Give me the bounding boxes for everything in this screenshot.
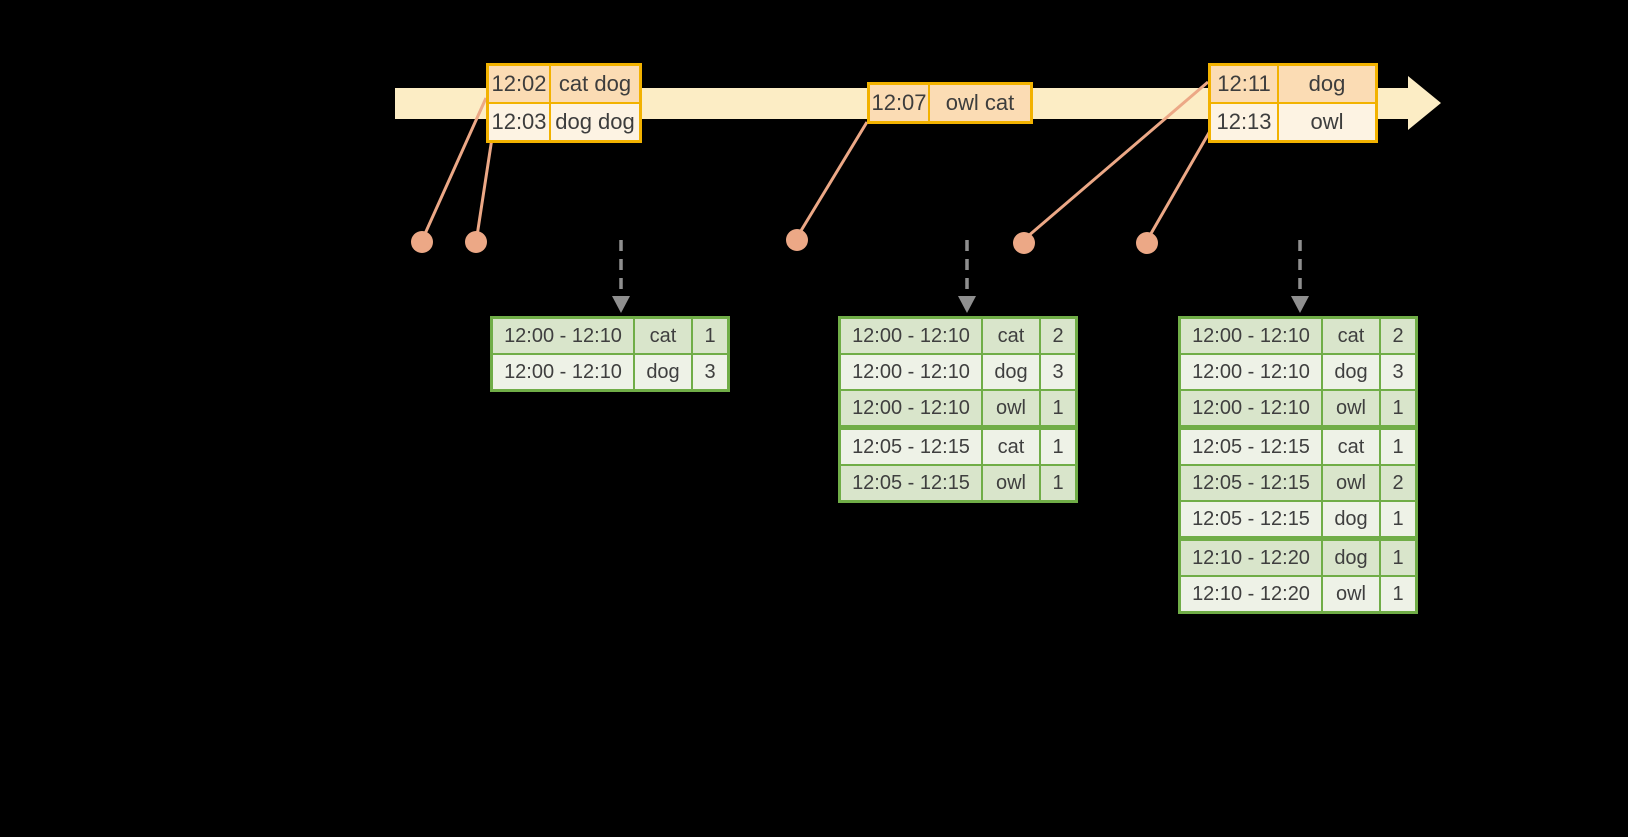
result-table-1: 12:00 - 12:10 cat 1 12:00 - 12:10 dog 3 bbox=[490, 316, 730, 392]
event-table-3: 12:11 dog 12:13 owl bbox=[1208, 63, 1378, 143]
event-time-cell: 12:13 bbox=[1211, 104, 1277, 140]
word-cell: dog bbox=[1323, 541, 1379, 575]
window-cell: 12:00 - 12:10 bbox=[841, 355, 981, 389]
window-cell: 12:00 - 12:10 bbox=[493, 355, 633, 389]
event-dot bbox=[411, 231, 433, 253]
count-cell: 2 bbox=[1041, 319, 1075, 353]
count-cell: 2 bbox=[1381, 466, 1415, 500]
window-cell: 12:05 - 12:15 bbox=[841, 430, 981, 464]
word-cell: cat bbox=[635, 319, 691, 353]
count-cell: 1 bbox=[1381, 541, 1415, 575]
word-cell: owl bbox=[983, 466, 1039, 500]
word-cell: cat bbox=[1323, 319, 1379, 353]
word-cell: owl bbox=[1323, 391, 1379, 425]
count-cell: 2 bbox=[1381, 319, 1415, 353]
event-table-2: 12:07 owl cat bbox=[867, 82, 1033, 124]
trigger-arrow bbox=[612, 240, 630, 313]
count-cell: 3 bbox=[1381, 355, 1415, 389]
count-cell: 1 bbox=[1381, 577, 1415, 611]
event-words-cell: owl cat bbox=[930, 85, 1030, 121]
window-cell: 12:10 - 12:20 bbox=[1181, 541, 1321, 575]
word-cell: dog bbox=[1323, 502, 1379, 536]
count-cell: 1 bbox=[1041, 391, 1075, 425]
window-cell: 12:00 - 12:10 bbox=[1181, 391, 1321, 425]
window-cell: 12:05 - 12:15 bbox=[841, 466, 981, 500]
word-cell: dog bbox=[983, 355, 1039, 389]
event-dot bbox=[1013, 232, 1035, 254]
event-time-cell: 12:02 bbox=[489, 66, 549, 102]
word-cell: dog bbox=[635, 355, 691, 389]
connector-line bbox=[797, 121, 869, 235]
result-table-2: 12:00 - 12:10 cat 2 12:00 - 12:10 dog 3 … bbox=[838, 316, 1078, 503]
event-time-cell: 12:11 bbox=[1211, 66, 1277, 102]
word-cell: cat bbox=[1323, 430, 1379, 464]
event-table-1: 12:02 cat dog 12:03 dog dog bbox=[486, 63, 642, 143]
timeline-arrow-head bbox=[1408, 76, 1441, 130]
word-cell: cat bbox=[983, 319, 1039, 353]
window-cell: 12:00 - 12:10 bbox=[1181, 355, 1321, 389]
window-cell: 12:00 - 12:10 bbox=[841, 319, 981, 353]
event-time-cell: 12:03 bbox=[489, 104, 549, 140]
result-table-3: 12:00 - 12:10 cat 2 12:00 - 12:10 dog 3 … bbox=[1178, 316, 1418, 614]
count-cell: 3 bbox=[1041, 355, 1075, 389]
event-words-cell: dog bbox=[1279, 66, 1375, 102]
count-cell: 1 bbox=[1041, 430, 1075, 464]
window-cell: 12:10 - 12:20 bbox=[1181, 577, 1321, 611]
window-cell: 12:05 - 12:15 bbox=[1181, 466, 1321, 500]
count-cell: 1 bbox=[1041, 466, 1075, 500]
window-group-separator bbox=[841, 427, 1075, 428]
count-cell: 1 bbox=[1381, 391, 1415, 425]
trigger-arrow bbox=[1291, 240, 1309, 313]
word-cell: owl bbox=[1323, 466, 1379, 500]
window-cell: 12:00 - 12:10 bbox=[1181, 319, 1321, 353]
count-cell: 1 bbox=[1381, 430, 1415, 464]
connector-line bbox=[475, 137, 494, 237]
word-cell: owl bbox=[1323, 577, 1379, 611]
connector-line bbox=[1026, 80, 1209, 239]
word-cell: owl bbox=[983, 391, 1039, 425]
event-words-cell: dog dog bbox=[551, 104, 639, 140]
event-dot bbox=[786, 229, 808, 251]
event-time-cell: 12:07 bbox=[870, 85, 928, 121]
window-cell: 12:00 - 12:10 bbox=[841, 391, 981, 425]
count-cell: 3 bbox=[693, 355, 727, 389]
connector-line bbox=[1147, 130, 1212, 238]
window-cell: 12:00 - 12:10 bbox=[493, 319, 633, 353]
event-words-cell: cat dog bbox=[551, 66, 639, 102]
event-words-cell: owl bbox=[1279, 104, 1375, 140]
window-cell: 12:05 - 12:15 bbox=[1181, 430, 1321, 464]
event-dot bbox=[1136, 232, 1158, 254]
event-dot bbox=[465, 231, 487, 253]
connector-line bbox=[422, 97, 488, 237]
window-cell: 12:05 - 12:15 bbox=[1181, 502, 1321, 536]
count-cell: 1 bbox=[693, 319, 727, 353]
word-cell: cat bbox=[983, 430, 1039, 464]
window-group-separator bbox=[1181, 538, 1415, 539]
word-cell: dog bbox=[1323, 355, 1379, 389]
count-cell: 1 bbox=[1381, 502, 1415, 536]
trigger-arrow bbox=[958, 240, 976, 313]
window-group-separator bbox=[1181, 427, 1415, 428]
